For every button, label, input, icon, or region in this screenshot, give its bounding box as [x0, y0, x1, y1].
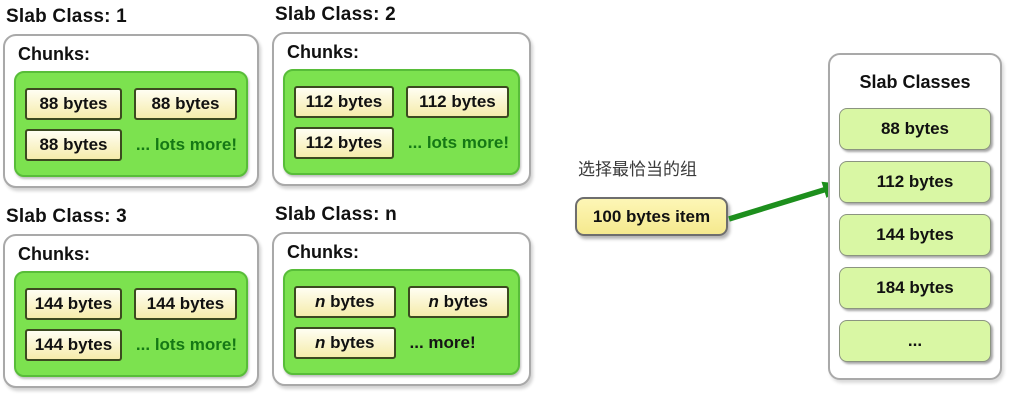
chunks-label: Chunks: — [18, 244, 90, 264]
slab-class-chip-144: 144 bytes — [839, 214, 991, 256]
chunk-box: 112 bytes — [294, 85, 394, 118]
chunk-pool: 144 bytes 144 bytes 144 bytes ... lots m… — [14, 271, 248, 377]
chunk-box: 144 bytes — [25, 287, 122, 320]
chunk-box: 88 bytes — [133, 87, 237, 120]
slab-class-chip-more: ... — [839, 320, 991, 362]
slab-classes-title: Slab Classes — [859, 72, 971, 92]
slab-panel-n: Slab Class: n Chunks: n bytes n bytes n … — [272, 204, 531, 386]
more-label: ... lots more! — [407, 132, 509, 152]
chunk-pool: 88 bytes 88 bytes 88 bytes ... lots more… — [14, 71, 248, 177]
chunk-box: 144 bytes — [25, 328, 122, 361]
chunks-box: Chunks: 144 bytes 144 bytes 144 bytes ..… — [3, 234, 259, 388]
chunks-label: Chunks: — [287, 42, 359, 62]
slab-classes-panel: Slab Classes 88 bytes 112 bytes 144 byte… — [828, 53, 1002, 380]
chunk-pool: n bytes n bytes n bytes ... more! — [283, 269, 520, 375]
selection-instruction: 选择最恰当的组 — [578, 160, 697, 179]
more-label: ... more! — [409, 332, 476, 352]
chunk-pool: 112 bytes 112 bytes 112 bytes ... lots m… — [283, 69, 520, 175]
chunk-box: n bytes — [407, 285, 509, 318]
item-label: 100 bytes item — [592, 206, 711, 226]
chunks-box: Chunks: 88 bytes 88 bytes 88 bytes ... l… — [3, 34, 259, 188]
slab-panel-2: Slab Class: 2 Chunks: 112 bytes 112 byte… — [272, 4, 531, 186]
more-label: ... lots more! — [135, 334, 237, 354]
panel-title: Slab Class: n — [275, 204, 397, 225]
item-box: 100 bytes item — [575, 197, 728, 236]
slab-class-chip-184: 184 bytes — [839, 267, 991, 309]
slab-class-chip-88: 88 bytes — [839, 108, 991, 150]
chunk-box: n bytes — [294, 326, 396, 359]
panel-title: Slab Class: 1 — [6, 6, 127, 27]
chunks-box: Chunks: 112 bytes 112 bytes 112 bytes ..… — [272, 32, 531, 186]
slab-panel-1: Slab Class: 1 Chunks: 88 bytes 88 bytes … — [3, 6, 259, 188]
panel-title: Slab Class: 3 — [6, 206, 127, 227]
chunks-label: Chunks: — [287, 242, 359, 262]
chunks-label: Chunks: — [18, 44, 90, 64]
more-label: ... lots more! — [135, 134, 237, 154]
chunk-box: 88 bytes — [25, 128, 122, 161]
chunks-box: Chunks: n bytes n bytes n bytes ... more… — [272, 232, 531, 386]
chunk-box: 112 bytes — [405, 85, 509, 118]
slab-panel-3: Slab Class: 3 Chunks: 144 bytes 144 byte… — [3, 206, 259, 388]
chunk-box: 88 bytes — [25, 87, 122, 120]
chunk-box: 144 bytes — [133, 287, 237, 320]
panel-title: Slab Class: 2 — [275, 4, 396, 25]
chunk-box: n bytes — [294, 285, 396, 318]
slab-class-chip-112: 112 bytes — [839, 161, 991, 203]
chunk-box: 112 bytes — [294, 126, 394, 159]
